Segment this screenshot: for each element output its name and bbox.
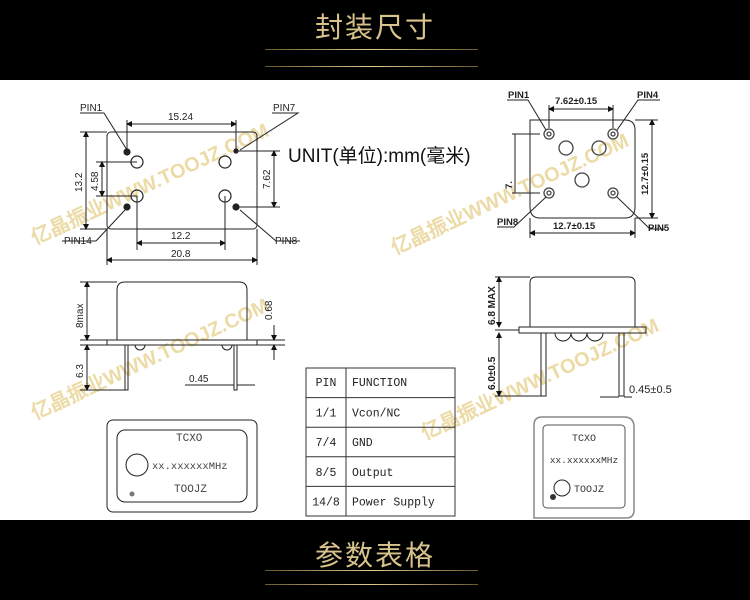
marking-circle [125,453,149,477]
table-cell-pin: 8/5 [316,467,337,480]
right-marking: TCXO xx.xxxxxxMHz TOOJZ [533,416,635,519]
table-cell-pin: 1/1 [316,408,337,421]
pin-table: PIN FUNCTION 1/1 Vcon/NC 7/4 GND 8/5 Output 14… [305,367,456,517]
dim-height: 12.7±0.15 [640,152,651,195]
pin8-label: PIN8 [497,217,518,228]
dim-inner: 4.58 [90,171,101,191]
marking-frequency: xx.xxxxxxMHz [152,461,228,473]
marking-model: TCXO [572,434,596,445]
marking-frequency: xx.xxxxxxMHz [550,455,618,466]
table-cell-function: GND [352,437,373,450]
marking-circle [553,479,571,497]
left-marking: TCXO xx.xxxxxxMHz TOOJZ [106,419,258,513]
footer-band: 参数表格 [0,520,750,600]
table-header-function: FUNCTION [352,377,407,390]
left-top-view: PIN1 PIN7 PIN14 PIN8 15.24 12.2 20.8 13.… [62,103,300,265]
divider [265,570,478,571]
watermark: 亿晶振业WWW.TOOJZ.COM [27,293,272,424]
pin5-label: PIN5 [648,223,670,234]
table-header-pin: PIN [316,377,337,390]
dim-height: 13.2 [74,172,85,192]
unit-label: UNIT(单位):mm(毫米) [288,145,471,167]
table-cell-pin: 14/8 [312,496,340,509]
dim-body: 6.8 MAX [487,286,498,325]
marking-brand: TOOJZ [574,485,604,496]
dim-pin-span: 7.62±0.15 [555,96,598,107]
dim-base: 0.68 [264,300,275,320]
table-cell-pin: 7/4 [316,437,337,450]
pin1-label: PIN1 [80,103,103,114]
right-side-view: 6.8 MAX 6.0±0.5 0.45±0.5 [487,276,672,398]
dim-hole-span: 12.2 [171,231,191,242]
dim-body: 8max [75,304,86,328]
dim-pin: 6.0±0.5 [487,356,498,390]
pin1-dot [129,491,135,497]
left-side-view: 8max 6.3 0.68 0.45 [75,281,285,391]
header-title: 封装尺寸 [314,11,435,44]
table-cell-function: Vcon/NC [352,408,400,421]
divider [265,584,478,585]
dim-pin-span: 15.24 [168,112,193,123]
dim-right: 7.62 [262,169,273,189]
marking-model: TCXO [176,433,203,445]
package-drawing: 亿晶振业WWW.TOOJZ.COM 亿晶振业WWW.TOOJZ.COM 亿晶振业… [0,80,750,520]
header-band: 封装尺寸 [0,0,750,80]
dim-pin-width: 0.45±0.5 [629,384,672,396]
pin8-label: PIN8 [275,236,298,247]
dim-pin: 6.3 [75,364,86,378]
pin14-label: PIN14 [64,236,92,247]
divider [265,66,478,67]
pin1-dot [550,494,556,500]
footer-title: 参数表格 [314,539,435,572]
table-cell-function: Output [352,467,393,480]
pin1-label: PIN1 [508,90,530,101]
pin7-label: PIN7 [273,103,296,114]
dim-pin-width: 0.45 [189,374,209,385]
right-top-view: PIN1 PIN4 PIN8 PIN5 7.62±0.15 12.7±0.15 … [497,90,670,238]
table-cell-function: Power Supply [352,496,435,509]
dim-left: 7. [504,181,515,189]
divider [265,49,478,50]
pin4-label: PIN4 [637,90,659,101]
dim-width: 20.8 [171,249,191,260]
dim-width: 12.7±0.15 [553,221,596,232]
marking-brand: TOOJZ [174,484,207,496]
